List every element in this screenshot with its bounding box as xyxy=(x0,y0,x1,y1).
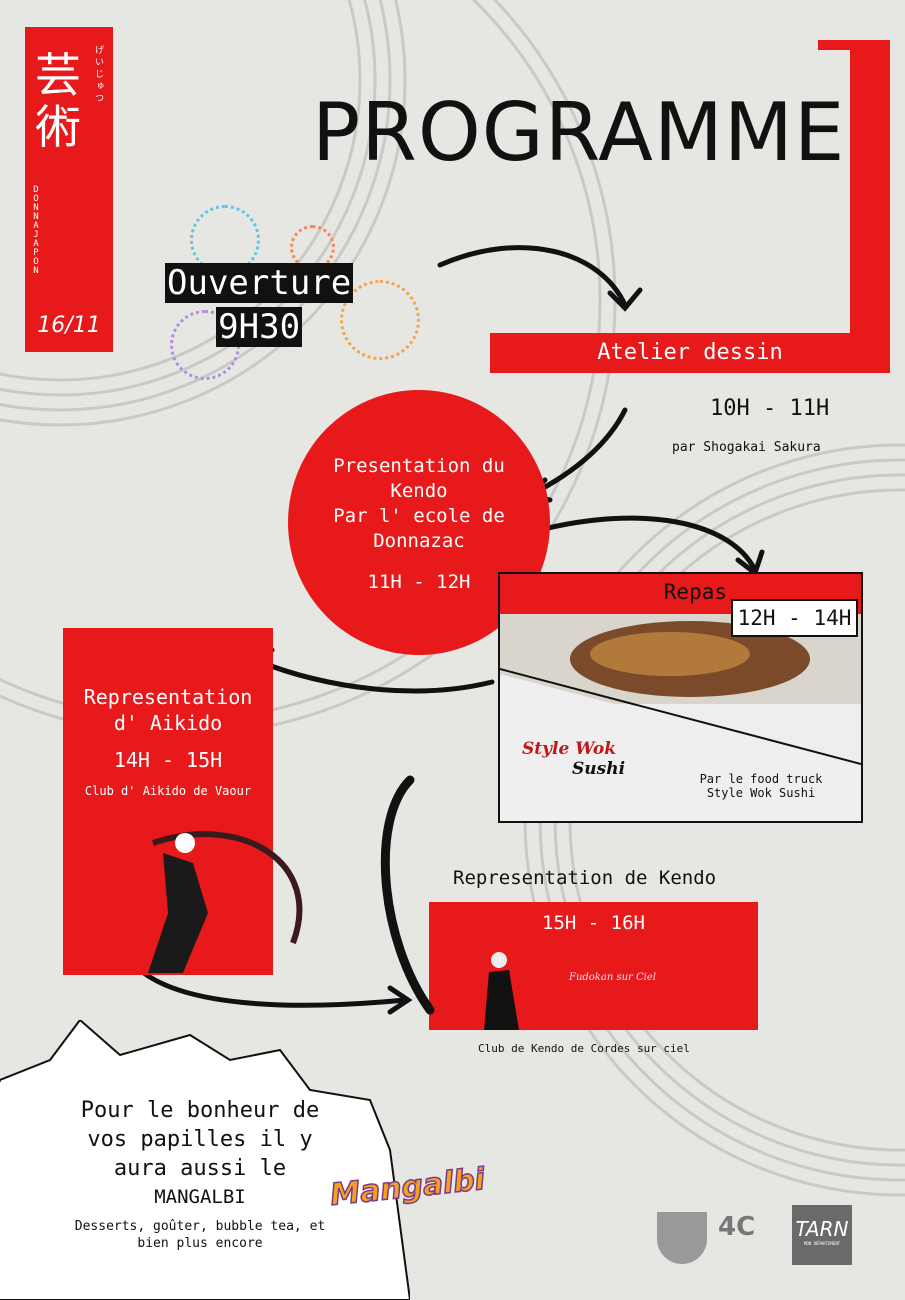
arrow-to-atelier xyxy=(437,245,628,308)
coat-of-arms-logo xyxy=(657,1212,707,1264)
event-date: 16/11 xyxy=(37,313,101,338)
aikido-card: Representation d' Aikido 14H - 15H Club … xyxy=(63,628,303,975)
tarn-text: TARN xyxy=(795,1217,849,1241)
logo-top: Style Wok xyxy=(522,739,617,759)
4c-logo: 4C xyxy=(718,1212,756,1242)
speech-bubble xyxy=(0,1020,410,1300)
banner-kanji: 芸術 xyxy=(35,48,81,154)
brush-stroke xyxy=(380,775,435,1015)
opening: Ouverture 9H30 xyxy=(165,263,354,347)
opening-label: Ouverture xyxy=(165,263,354,303)
aikido-illustration xyxy=(148,831,303,973)
bubble-line: MANGALBI xyxy=(154,1186,246,1208)
event-banner: 芸術 げいじゅつ DONNAJAPON 16/11 xyxy=(25,27,113,352)
bubble-line: Pour le bonheur de xyxy=(80,1098,320,1123)
atelier-by: par Shogakai Sakura xyxy=(672,440,821,455)
kendoka-illustration xyxy=(484,952,519,1030)
bubble-text: Pour le bonheur de vos papilles il y aur… xyxy=(40,1096,360,1252)
repas-time: 12H - 14H xyxy=(731,599,858,637)
opening-time: 9H30 xyxy=(216,307,303,347)
aikido-time: 14H - 15H xyxy=(113,748,223,772)
kendo-rep-label: Representation de Kendo xyxy=(453,867,717,889)
bubble-sub: bien plus encore xyxy=(137,1236,263,1251)
repas-by-line: Par le food truck xyxy=(699,772,823,786)
bubble-line: vos papilles il y xyxy=(87,1127,313,1152)
kendo-pres-line: Donnazac xyxy=(373,530,465,552)
bubble-sub: Desserts, goûter, bubble tea, et xyxy=(74,1219,326,1234)
aikido-title: Representation xyxy=(83,685,253,709)
fudokan-banner: Fudokan sur Ciel xyxy=(569,972,656,983)
kendo-pres-line: Kendo xyxy=(390,480,448,502)
atelier-header: Atelier dessin xyxy=(490,333,890,373)
kendo-pres-time: 11H - 12H xyxy=(367,571,471,593)
banner-kana: げいじゅつ xyxy=(93,45,103,105)
style-wok-logo: Style Wok Sushi xyxy=(522,739,625,779)
kendo-pres-line: Par l' ecole de xyxy=(333,505,505,527)
aikido-club: Club d' Aikido de Vaour xyxy=(84,784,252,798)
tarn-logo: TARN MON DÉPARTEMENT xyxy=(792,1205,852,1265)
logo-bottom: Sushi xyxy=(572,759,626,779)
atelier-time: 10H - 11H xyxy=(710,396,830,421)
bubble-line: aura aussi le xyxy=(113,1156,287,1181)
page-title: PROGRAMME xyxy=(312,86,846,179)
repas-by: Par le food truck Style Wok Sushi xyxy=(676,772,846,800)
kendo-rep-time: 15H - 16H xyxy=(542,912,645,934)
repas-by-line: Style Wok Sushi xyxy=(706,786,816,800)
kendo-pres-line: Presentation du xyxy=(333,455,505,477)
banner-org: DONNAJAPON xyxy=(31,185,41,275)
aikido-title: d' Aikido xyxy=(113,711,223,735)
kendo-rep-card: 15H - 16H Fudokan sur Ciel xyxy=(429,902,758,1030)
kendo-rep-club: Club de Kendo de Cordes sur ciel xyxy=(478,1042,690,1055)
tarn-sub: MON DÉPARTEMENT xyxy=(803,1241,841,1246)
